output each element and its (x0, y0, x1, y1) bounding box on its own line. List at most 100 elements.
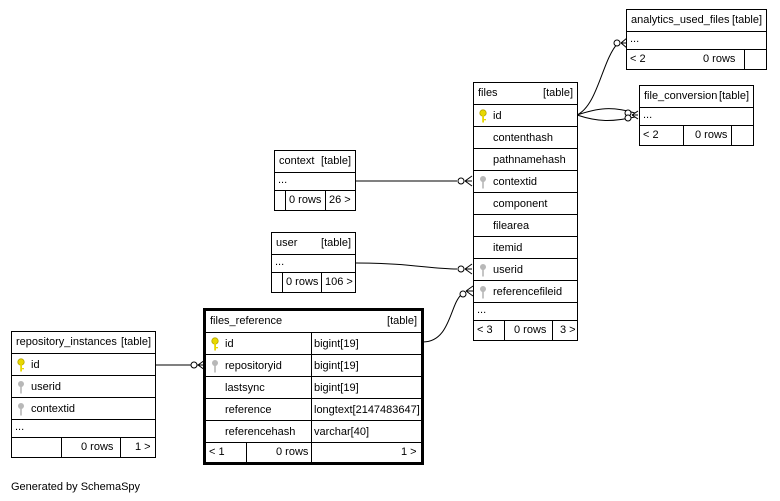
column-name: contextid (31, 403, 76, 415)
zero-marker (190, 361, 198, 369)
column-name: contextid (493, 176, 538, 188)
zero-marker (457, 177, 465, 185)
table-kind: [table] (732, 14, 762, 26)
parents-count: < 2 (643, 129, 659, 141)
ellipsis-row: ... (627, 32, 766, 50)
primary-key-icon (479, 109, 487, 123)
table-kind: [table] (121, 336, 151, 348)
table-files-reference[interactable]: files_reference [table] id bigint[19] re… (203, 308, 424, 465)
table-user[interactable]: user [table] ... 0 rows 106 > (271, 232, 356, 293)
column-row: contenthash (474, 127, 577, 149)
edge-user-files (355, 262, 458, 270)
column-row: reference longtext[2147483647] (206, 399, 421, 421)
table-kind: [table] (321, 237, 351, 249)
column-row: referencehash varchar[40] (206, 421, 421, 443)
foreign-key-icon (212, 360, 218, 373)
rows-count: 0 rows (514, 324, 547, 336)
column-name: component (493, 198, 548, 210)
column-row: lastsync bigint[19] (206, 377, 421, 399)
table-files[interactable]: files [table] id contenthash pathnamehas… (473, 82, 578, 341)
column-row: contextid (12, 398, 155, 420)
column-row: contextid (474, 171, 577, 193)
ellipsis-text: ... (275, 256, 285, 268)
table-header: repository_instances [table] (12, 332, 155, 354)
column-name: filearea (493, 220, 530, 232)
column-name: referencehash (225, 426, 296, 438)
column-name: userid (31, 381, 61, 393)
ellipsis-row: ... (275, 173, 355, 191)
rows-count: 0 rows (289, 194, 322, 206)
table-footer: < 2 0 rows (627, 50, 766, 69)
parents-count: < 2 (630, 53, 646, 65)
table-kind: [table] (387, 315, 417, 327)
column-type: bigint[19] (314, 382, 359, 394)
table-kind: [table] (321, 155, 351, 167)
edge-files-reference-files (422, 294, 462, 343)
zero-marker (459, 290, 467, 298)
table-file-conversion[interactable]: file_conversion [table] ... < 2 0 rows (639, 85, 754, 146)
table-kind: [table] (543, 87, 573, 99)
column-name: id (493, 110, 502, 122)
column-name: referencefileid (493, 286, 563, 298)
table-footer: 0 rows 106 > (272, 273, 355, 292)
foreign-key-icon (480, 264, 486, 277)
footer-credit: Generated by SchemaSpy (11, 481, 141, 493)
column-row: id (474, 105, 577, 127)
table-kind: [table] (719, 90, 749, 102)
parents-count: < 1 (209, 446, 225, 458)
rows-count: 0 rows (695, 129, 728, 141)
children-count: 106 > (325, 276, 353, 288)
table-repository-instances[interactable]: repository_instances [table] id userid c… (11, 331, 156, 458)
ellipsis-row: ... (272, 255, 355, 273)
edge-files-analytics-used-files (576, 42, 619, 116)
rows-count: 0 rows (703, 53, 736, 65)
primary-key-icon (17, 358, 25, 372)
table-header: user [table] (272, 233, 355, 255)
column-type: bigint[19] (314, 338, 359, 350)
rows-count: 0 rows (286, 276, 319, 288)
ellipsis-text: ... (643, 109, 653, 121)
table-footer: 0 rows 26 > (275, 191, 355, 210)
crow-foot (464, 175, 473, 187)
zero-marker (624, 114, 632, 122)
table-header: analytics_used_files [table] (627, 10, 766, 32)
column-name: reference (225, 404, 272, 416)
column-row: referencefileid (474, 281, 577, 303)
children-count: 1 > (135, 441, 151, 453)
foreign-key-icon (18, 403, 24, 416)
column-row: userid (474, 259, 577, 281)
ellipsis-row: ... (12, 420, 155, 438)
column-row: repositoryid bigint[19] (206, 355, 421, 377)
primary-key-icon (211, 337, 219, 351)
crow-foot (464, 263, 473, 275)
column-type: longtext[2147483647] (314, 404, 420, 416)
column-row: userid (12, 376, 155, 398)
column-row: id bigint[19] (206, 333, 421, 355)
crow-foot (631, 110, 639, 120)
zero-marker (613, 39, 621, 47)
column-row: component (474, 193, 577, 215)
column-row: itemid (474, 237, 577, 259)
ellipsis-text: ... (630, 33, 640, 45)
children-count: 1 > (401, 446, 417, 458)
foreign-key-icon (18, 381, 24, 394)
ellipsis-row: ... (474, 303, 577, 321)
foreign-key-icon (480, 286, 486, 299)
table-footer: 0 rows 1 > (12, 438, 155, 457)
ellipsis-text: ... (15, 421, 25, 433)
crow-foot (465, 285, 474, 297)
table-name: files (478, 87, 498, 99)
column-name: lastsync (225, 382, 265, 394)
table-analytics-used-files[interactable]: analytics_used_files [table] ... < 2 0 r… (626, 9, 767, 70)
table-header: files [table] (474, 83, 577, 105)
foreign-key-icon (480, 176, 486, 189)
children-count: 3 > (560, 324, 576, 336)
table-header: files_reference [table] (206, 311, 421, 333)
column-name: itemid (493, 242, 523, 254)
ellipsis-text: ... (477, 304, 487, 316)
table-footer: < 3 0 rows 3 > (474, 321, 577, 340)
table-name: user (276, 237, 298, 249)
column-name: pathnamehash (493, 154, 566, 166)
table-context[interactable]: context [table] ... 0 rows 26 > (274, 150, 356, 211)
